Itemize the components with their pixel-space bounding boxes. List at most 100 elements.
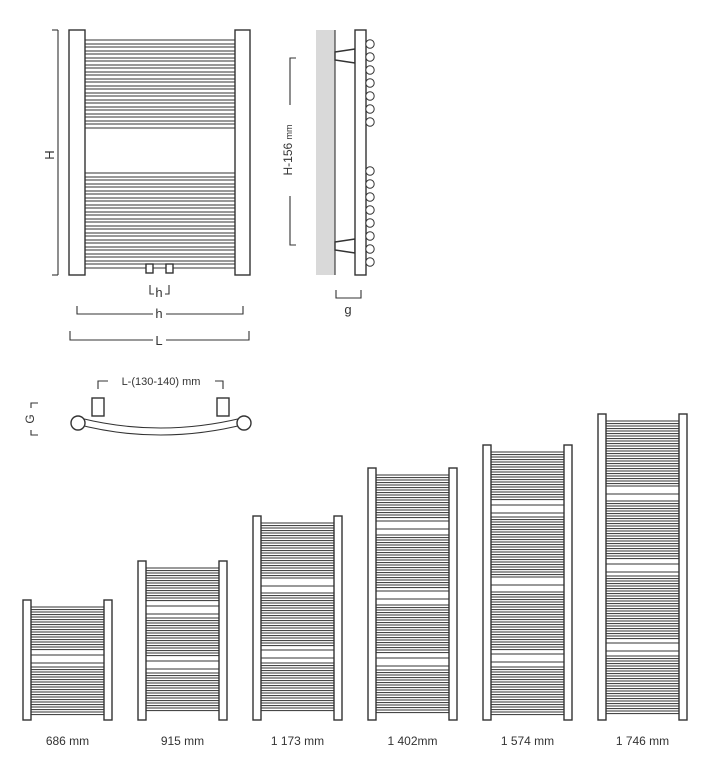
size-label: 1 574 mm xyxy=(501,734,554,748)
left-rail xyxy=(367,467,377,721)
right-rail xyxy=(448,467,458,721)
gap-bar xyxy=(145,660,220,670)
curved-bar-outer xyxy=(75,423,247,436)
radiator-size-1: 686 mm xyxy=(22,599,113,748)
towel-bar xyxy=(84,235,236,241)
towel-bar xyxy=(260,602,335,607)
towel-bar xyxy=(84,193,236,199)
towel-bar xyxy=(375,579,450,584)
towel-bar xyxy=(84,39,236,45)
towel-bar xyxy=(145,677,220,682)
towel-bar xyxy=(490,666,565,671)
towel-bar xyxy=(145,652,220,657)
towel-bar xyxy=(605,655,680,660)
towel-bar xyxy=(84,207,236,213)
towel-bar xyxy=(490,486,565,491)
towel-bar xyxy=(490,686,565,691)
towel-bar xyxy=(84,179,236,185)
towel-bar xyxy=(605,605,680,610)
towel-bar xyxy=(260,707,335,712)
towel-bar xyxy=(490,596,565,601)
radiator-size-2: 915 mm xyxy=(137,560,228,748)
towel-bar xyxy=(375,704,450,709)
size-label: 915 mm xyxy=(161,734,204,748)
towel-bar xyxy=(260,682,335,687)
towel-bar xyxy=(605,540,680,545)
towel-bar xyxy=(145,682,220,687)
towel-bar xyxy=(605,545,680,550)
towel-bar xyxy=(605,610,680,615)
towel-bar xyxy=(490,566,565,571)
towel-bar xyxy=(605,710,680,715)
towel-bar xyxy=(605,680,680,685)
left-rail xyxy=(68,29,86,276)
gap-bar xyxy=(375,520,450,530)
right-rail xyxy=(563,444,573,721)
towel-bar xyxy=(145,567,220,572)
towel-bar xyxy=(145,597,220,602)
towel-bar xyxy=(605,690,680,695)
towel-bar xyxy=(490,681,565,686)
towel-bar xyxy=(490,496,565,501)
towel-bar xyxy=(30,696,105,701)
towel-bar xyxy=(490,451,565,456)
height-label: H xyxy=(42,150,57,159)
bar-loop xyxy=(365,192,375,202)
height-dimension xyxy=(52,29,59,276)
towel-bar xyxy=(605,535,680,540)
towel-bar xyxy=(260,642,335,647)
towel-bar xyxy=(490,551,565,556)
towel-bar xyxy=(490,701,565,706)
right-rail-section xyxy=(236,415,252,431)
towel-bar xyxy=(375,624,450,629)
size-label: 1 746 mm xyxy=(616,734,669,748)
towel-bar xyxy=(605,465,680,470)
towel-bar xyxy=(145,627,220,632)
towel-bar xyxy=(260,557,335,562)
towel-bar xyxy=(490,481,565,486)
towel-bar xyxy=(490,606,565,611)
radiator-size-6: 1 746 mm xyxy=(597,413,688,748)
towel-bar xyxy=(605,550,680,555)
towel-bar xyxy=(84,53,236,59)
gap-bar xyxy=(605,485,680,495)
gap-bar xyxy=(145,605,220,615)
gap-bar xyxy=(605,563,680,573)
towel-bar xyxy=(145,687,220,692)
towel-bar xyxy=(490,616,565,621)
valve-left xyxy=(145,263,154,274)
towel-bar xyxy=(605,625,680,630)
towel-bar xyxy=(490,676,565,681)
towel-bar xyxy=(260,597,335,602)
gap-bar xyxy=(30,654,105,664)
towel-bar xyxy=(375,474,450,479)
towel-bar xyxy=(605,425,680,430)
towel-bar xyxy=(490,461,565,466)
towel-bar xyxy=(84,256,236,262)
towel-bar xyxy=(84,46,236,52)
towel-bar xyxy=(84,116,236,122)
towel-bar xyxy=(260,567,335,572)
towel-bar xyxy=(260,617,335,622)
distance-label: L-(130-140) mm xyxy=(122,376,201,388)
towel-bar xyxy=(145,592,220,597)
towel-bar xyxy=(260,552,335,557)
towel-bar xyxy=(260,562,335,567)
towel-bar xyxy=(490,491,565,496)
hub-label: h xyxy=(155,285,162,300)
left-rail xyxy=(252,515,262,721)
towel-bar xyxy=(490,561,565,566)
towel-bar xyxy=(490,626,565,631)
towel-bar xyxy=(605,665,680,670)
towel-bar xyxy=(375,559,450,564)
bar-profile-loops xyxy=(365,39,375,267)
towel-bar xyxy=(490,476,565,481)
towel-bar xyxy=(30,701,105,706)
towel-bar xyxy=(490,641,565,646)
towel-bar xyxy=(260,592,335,597)
towel-bar xyxy=(145,572,220,577)
towel-bar xyxy=(605,615,680,620)
towel-bar xyxy=(375,574,450,579)
towel-bar xyxy=(260,702,335,707)
